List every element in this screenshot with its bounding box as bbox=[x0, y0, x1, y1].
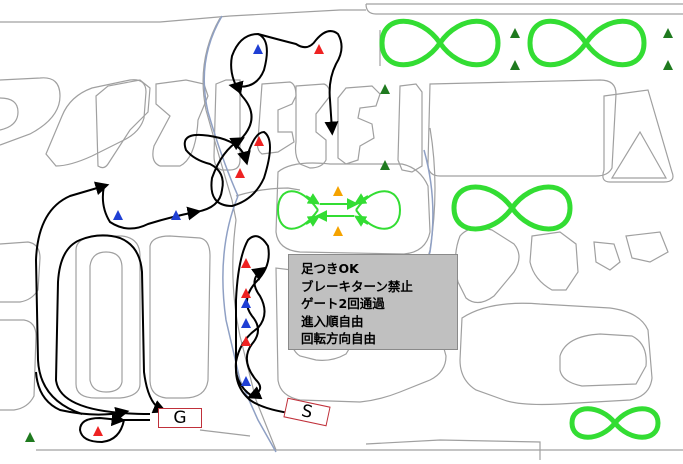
rule-rotation: 回転方向自由 bbox=[301, 331, 377, 346]
road-divider bbox=[203, 15, 434, 453]
track-island-7 bbox=[337, 85, 381, 165]
track-island-18 bbox=[454, 227, 520, 304]
rule-gate-twice: ゲート2回通過 bbox=[301, 296, 385, 311]
pylon-blue-2 bbox=[113, 210, 123, 220]
rule-no-brake-turn: ブレーキターン禁止 bbox=[301, 278, 413, 294]
pylon-red-2 bbox=[254, 136, 264, 146]
route-left-outer bbox=[34, 181, 110, 415]
route-red-loops bbox=[210, 130, 271, 208]
rules-box: 足つきOK ブレーキターン禁止 ゲート2回通過 進入順自由 回転方向自由 bbox=[288, 254, 458, 350]
route-to-top bbox=[228, 32, 268, 141]
track-divider-6 bbox=[235, 187, 301, 197]
pylon-red-1 bbox=[314, 44, 324, 54]
track-island-11 bbox=[610, 130, 668, 179]
pylon-blue-4 bbox=[241, 298, 251, 308]
track-edge-top-left bbox=[0, 77, 61, 146]
route-left-inner bbox=[54, 234, 168, 415]
tree-markers bbox=[25, 28, 673, 442]
pylon-blue-6 bbox=[241, 376, 251, 386]
pylon-orange-2 bbox=[333, 226, 343, 236]
track-island-20 bbox=[593, 241, 621, 271]
pylon-red-6 bbox=[241, 336, 251, 346]
track-island-6 bbox=[294, 83, 331, 169]
route-left-mid bbox=[101, 185, 202, 230]
track-island-5 bbox=[256, 81, 297, 155]
figure-eight-zones bbox=[379, 18, 661, 440]
track-island-15 bbox=[0, 241, 41, 303]
figure-eight-3 bbox=[451, 184, 573, 232]
tree-icon-4 bbox=[663, 60, 673, 70]
tree-icon-3 bbox=[663, 28, 673, 38]
outer-boundary bbox=[0, 3, 683, 23]
track-island-16 bbox=[0, 319, 37, 411]
track-island-10 bbox=[602, 89, 674, 183]
pylon-blue-5 bbox=[241, 318, 251, 328]
pylon-red-4 bbox=[241, 258, 251, 268]
track-island-8 bbox=[397, 83, 423, 173]
goal-gate: G bbox=[158, 408, 202, 428]
route-start-slalom bbox=[235, 235, 297, 415]
pylons-red bbox=[93, 44, 324, 436]
pylon-red-7 bbox=[93, 426, 103, 436]
pylons-orange bbox=[333, 186, 343, 236]
route-goal-loop bbox=[78, 412, 150, 444]
track-island-19 bbox=[529, 231, 579, 291]
track-island-9 bbox=[427, 79, 617, 177]
track-edge-bottom-2 bbox=[365, 439, 541, 460]
route-upper-left bbox=[183, 134, 251, 213]
figure-eight-4 bbox=[569, 406, 661, 440]
track-island-24 bbox=[559, 333, 647, 387]
figure-eight-1 bbox=[379, 18, 501, 68]
tree-icon-5 bbox=[380, 84, 390, 94]
pylon-orange-1 bbox=[333, 186, 343, 196]
track-island-1 bbox=[45, 79, 147, 167]
pylon-red-5 bbox=[241, 288, 251, 298]
pylon-blue-1 bbox=[253, 44, 263, 54]
route-slalom-back bbox=[234, 266, 267, 397]
tree-icon-6 bbox=[380, 160, 390, 170]
pylon-blue-3 bbox=[171, 210, 181, 220]
pylon-red-3 bbox=[235, 168, 245, 178]
tree-icon-2 bbox=[510, 60, 520, 70]
tree-icon-1 bbox=[510, 28, 520, 38]
track-edge-left-upper bbox=[0, 97, 19, 131]
route-bottom-left bbox=[35, 371, 130, 421]
track-island-21 bbox=[625, 231, 669, 263]
figure-eight-2 bbox=[527, 18, 647, 68]
center-turn-zone bbox=[276, 190, 402, 230]
rule-entry-order: 進入順自由 bbox=[301, 313, 364, 329]
track-island-12 bbox=[75, 235, 141, 399]
track-island-4 bbox=[213, 79, 241, 171]
track-outlines bbox=[0, 3, 683, 460]
pylons-blue bbox=[113, 44, 263, 386]
track-island-2 bbox=[95, 79, 151, 169]
track-island-3 bbox=[152, 79, 209, 167]
rule-foot-down: 足つきOK bbox=[301, 261, 359, 276]
tree-icon-7 bbox=[25, 432, 35, 442]
track-island-14 bbox=[149, 235, 211, 399]
route-top-cross bbox=[257, 30, 343, 136]
track-island-13 bbox=[89, 251, 123, 393]
track-divider-3 bbox=[199, 429, 251, 437]
track-divider-2 bbox=[232, 219, 277, 451]
track-divider-1 bbox=[202, 17, 237, 221]
track-island-17 bbox=[275, 162, 431, 255]
track-island-23 bbox=[459, 302, 653, 406]
